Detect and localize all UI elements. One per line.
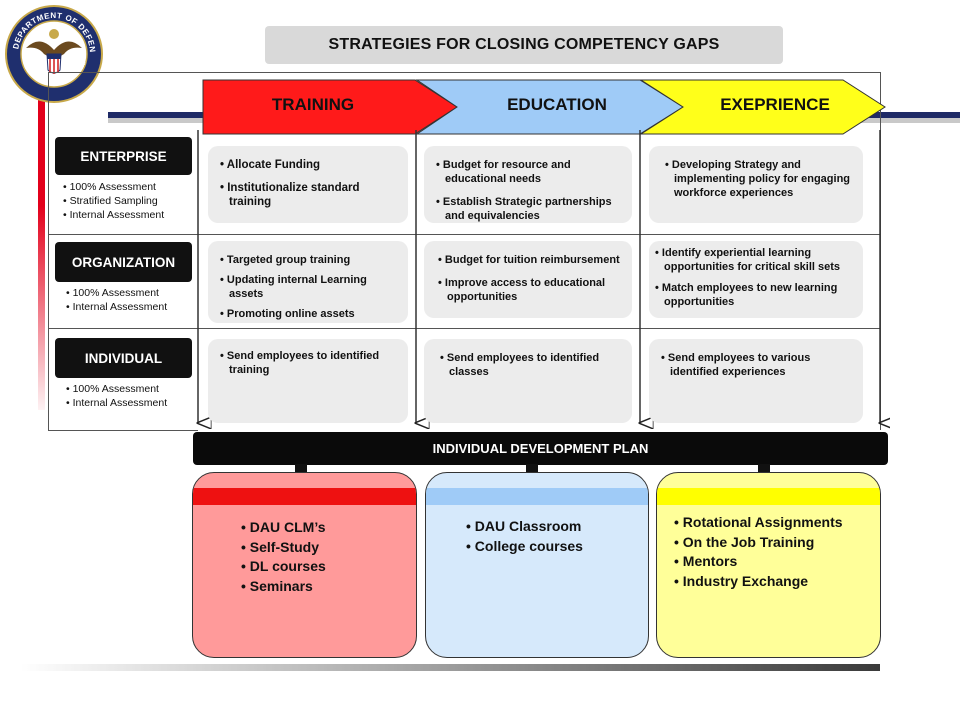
outcome-box-experience: Rotational Assignments On the Job Traini… (656, 472, 881, 658)
cell-enterprise-experience: Developing Strategy and implementing pol… (649, 146, 863, 223)
cell-item: Send employees to various identified exp… (661, 351, 853, 379)
cell-item: Identify experiential learning opportuni… (655, 246, 853, 274)
outcome-item: Rotational Assignments (674, 513, 880, 533)
assessment-note: Internal Assessment (63, 208, 165, 222)
cell-item: Establish Strategic partnerships and equ… (436, 195, 622, 223)
outcome-item: Self-Study (241, 538, 416, 558)
row-label-enterprise: ENTERPRISE (55, 137, 192, 175)
outcome-item: Seminars (241, 577, 416, 597)
cell-individual-training: Send employees to identified training (208, 339, 408, 423)
outcome-item: Industry Exchange (674, 572, 880, 592)
left-accent-bar (38, 70, 45, 410)
assessment-note: Internal Assessment (66, 396, 168, 410)
organization-assessment-list: 100% Assessment Internal Assessment (66, 286, 168, 314)
assessment-note: 100% Assessment (66, 286, 167, 300)
outcome-item: DL courses (241, 557, 416, 577)
row-label-individual: INDIVIDUAL (55, 338, 192, 378)
cell-item: Budget for tuition reimbursement (438, 253, 622, 267)
cell-organization-education: Budget for tuition reimbursement Improve… (424, 241, 632, 318)
assessment-note: 100% Assessment (63, 180, 164, 194)
training-arrow (202, 79, 458, 135)
outcome-stripe (657, 488, 880, 505)
page-title: STRATEGIES FOR CLOSING COMPETENCY GAPS (265, 26, 783, 64)
column-header-arrows (202, 79, 886, 135)
outcome-item: DAU Classroom (466, 517, 648, 537)
outcome-box-training: DAU CLM’s Self-Study DL courses Seminars (192, 472, 417, 658)
outcome-box-education: DAU Classroom College courses (425, 472, 649, 658)
cell-item: Match employees to new learning opportun… (655, 281, 853, 309)
cell-item: Send employees to identified classes (440, 351, 622, 379)
cell-item: Allocate Funding (220, 158, 398, 172)
outcome-stripe (193, 488, 416, 505)
column-header-education: EDUCATION (507, 95, 607, 114)
column-header-training: TRAINING (271, 95, 355, 114)
enterprise-assessment-list: 100% Assessment Stratified Sampling Inte… (63, 180, 165, 222)
outcome-item: DAU CLM’s (241, 518, 416, 538)
row-divider (48, 328, 881, 329)
cell-item: Developing Strategy and implementing pol… (665, 158, 853, 200)
individual-assessment-list: 100% Assessment Internal Assessment (66, 382, 168, 410)
column-down-arrows (190, 130, 890, 435)
dod-seal-logo: DEPARTMENT OF DEFENSE UNITED STATES OF A… (4, 4, 103, 103)
cell-item: Targeted group training (220, 253, 398, 267)
cell-item: Improve access to educational opportunit… (438, 276, 622, 304)
outcome-item: On the Job Training (674, 533, 880, 553)
footer-rule (20, 664, 880, 671)
cell-organization-experience: Identify experiential learning opportuni… (649, 241, 863, 318)
cell-item: Institutionalize standard training (220, 181, 398, 209)
outcome-item: College courses (466, 537, 648, 557)
cell-item: Promoting online assets (220, 307, 398, 321)
outcome-item: Mentors (674, 552, 880, 572)
row-label-organization: ORGANIZATION (55, 242, 192, 282)
cell-item: Updating internal Learning assets (220, 273, 398, 301)
row-divider (48, 234, 881, 235)
assessment-note: Stratified Sampling (63, 194, 164, 208)
row-divider (48, 430, 198, 431)
assessment-note: Internal Assessment (66, 300, 168, 314)
cell-enterprise-training: Allocate Funding Institutionalize standa… (208, 146, 408, 223)
assessment-note: 100% Assessment (66, 382, 167, 396)
individual-development-plan-bar: INDIVIDUAL DEVELOPMENT PLAN (193, 432, 888, 465)
cell-item: Budget for resource and educational need… (436, 158, 622, 186)
cell-enterprise-education: Budget for resource and educational need… (424, 146, 632, 223)
cell-individual-education: Send employees to identified classes (424, 339, 632, 423)
column-header-experience: EXEPRIENCE (720, 95, 830, 114)
cell-organization-training: Targeted group training Updating interna… (208, 241, 408, 323)
cell-item: Send employees to identified training (220, 349, 398, 377)
outcome-stripe (426, 488, 648, 505)
cell-individual-experience: Send employees to various identified exp… (649, 339, 863, 423)
experience-arrow (639, 79, 886, 135)
